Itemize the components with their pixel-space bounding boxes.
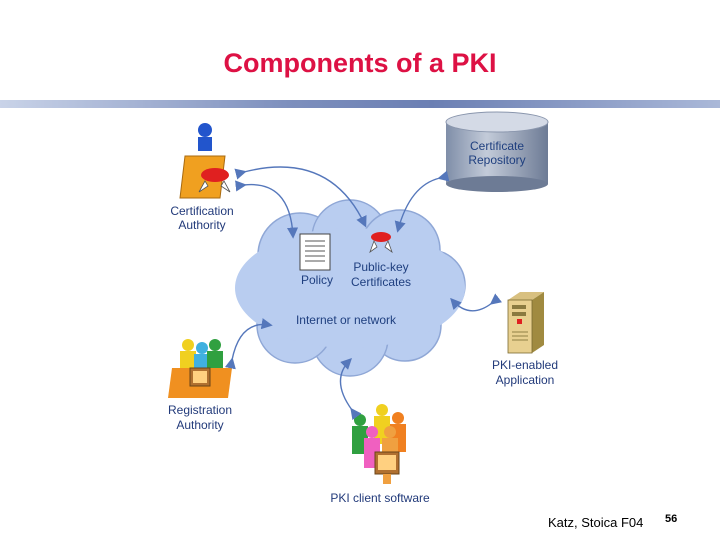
arrow-ca-cert (234, 166, 367, 228)
certificates-label-line1: Public-key (353, 260, 408, 274)
ra-label-line1: Registration (168, 403, 232, 417)
arrow-client-cloud (339, 358, 362, 421)
client-label: PKI client software (330, 491, 430, 505)
cloud-label: Internet or network (296, 313, 397, 327)
arrow-app-cloud (450, 293, 503, 312)
application-server-icon (507, 292, 544, 354)
client-users-icon (352, 404, 406, 484)
app-label-line2: Application (496, 373, 555, 387)
arrow-repo-cloud (394, 170, 450, 233)
repository-label-line2: Repository (468, 153, 525, 167)
policy-label: Policy (301, 273, 333, 287)
title-divider (0, 100, 720, 108)
app-label-line1: PKI-enabled (492, 358, 558, 372)
registration-authority-icon (168, 339, 232, 398)
page-number: 56 (665, 513, 678, 525)
certificate-icon (369, 232, 393, 254)
slide-title: Components of a PKI (223, 48, 497, 78)
ra-label-line2: Authority (176, 418, 223, 432)
arrow-ra-cloud (224, 318, 273, 370)
certification-authority-icon (179, 123, 231, 199)
repository-label-line1: Certificate (470, 139, 524, 153)
certificates-label-line2: Certificates (351, 275, 411, 289)
policy-document-icon (299, 233, 331, 271)
repository-cylinder-icon (445, 111, 549, 192)
footer-author: Katz, Stoica F04 (548, 515, 644, 530)
ca-label-line1: Certification (170, 204, 233, 218)
ca-label-line2: Authority (178, 218, 225, 232)
